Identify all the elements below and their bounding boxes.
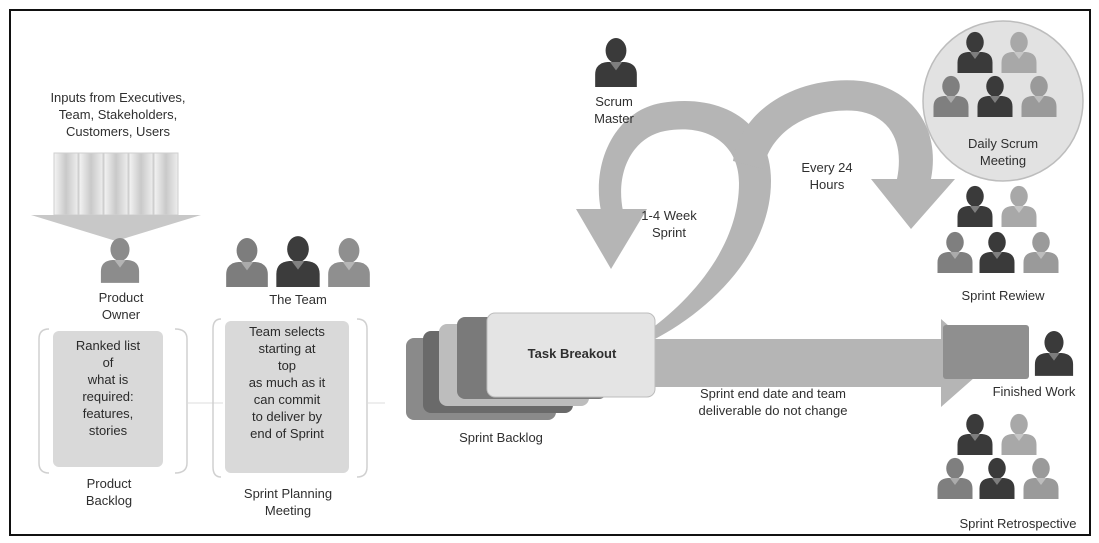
inputs-label: Inputs from Executives, Team, Stakeholde… <box>23 89 213 140</box>
sprint-planning-label: Sprint Planning Meeting <box>243 486 333 518</box>
review-person-icon <box>1023 231 1059 273</box>
week-sprint-label: 1-4 Week Sprint <box>641 208 697 240</box>
team-selects-box <box>225 321 349 473</box>
every-24-label: Every 24 Hours <box>801 160 853 192</box>
review-person-icon <box>1001 185 1037 227</box>
retro-person-icon <box>1001 413 1037 455</box>
scrum-master-label: Scrum Master <box>594 94 634 126</box>
review-person-icon <box>957 185 993 227</box>
finished-work-person-icon <box>1034 331 1074 376</box>
product-backlog-label: Product Backlog <box>85 476 133 508</box>
scrum-master-icon <box>595 38 637 87</box>
review-person-icon <box>937 231 973 273</box>
retro-person-icon <box>937 457 973 499</box>
retro-person-icon <box>1023 457 1059 499</box>
retro-person-icon <box>957 413 993 455</box>
scrum-process-diagram: Inputs from Executives, Team, Stakeholde… <box>9 9 1091 536</box>
sprint-cycle-arrows <box>576 80 991 407</box>
daily-scrum-label: Daily Scrum Meeting <box>967 136 1039 168</box>
team-member-icon <box>276 236 320 287</box>
sprint-end-label: Sprint end date and team deliverable do … <box>698 386 848 418</box>
the-team-label: The Team <box>269 292 327 307</box>
team-member-icon <box>328 238 370 287</box>
inputs-line: Team, Stakeholders, <box>58 107 178 122</box>
inputs-line: Customers, Users <box>65 124 171 139</box>
finished-work-box <box>943 325 1029 379</box>
sprint-retrospective-label: Sprint Retrospective <box>959 516 1077 531</box>
ranked-list-box <box>53 331 163 467</box>
sprint-backlog-label: Sprint Backlog <box>459 430 543 445</box>
diagram-graphics <box>31 20 1084 499</box>
retro-person-icon <box>979 457 1015 499</box>
task-breakout-card <box>486 312 656 398</box>
product-owner-icon <box>100 238 140 283</box>
inputs-funnel-arrow <box>31 152 201 241</box>
inputs-line: Inputs from Executives, <box>50 90 186 105</box>
task-breakout-label: Task Breakout <box>527 346 617 361</box>
sprint-review-label: Sprint Rewiew <box>961 288 1045 303</box>
team-selects-text: Team selects starting at top as much as … <box>248 324 326 441</box>
review-person-icon <box>979 231 1015 273</box>
product-owner-label: Product Owner <box>98 290 144 322</box>
sprint-backlog-stack <box>406 312 656 420</box>
finished-work-label: Finished Work <box>992 384 1076 399</box>
team-member-icon <box>226 238 268 287</box>
ranked-list-text: Ranked list of what is required: feature… <box>75 338 141 438</box>
